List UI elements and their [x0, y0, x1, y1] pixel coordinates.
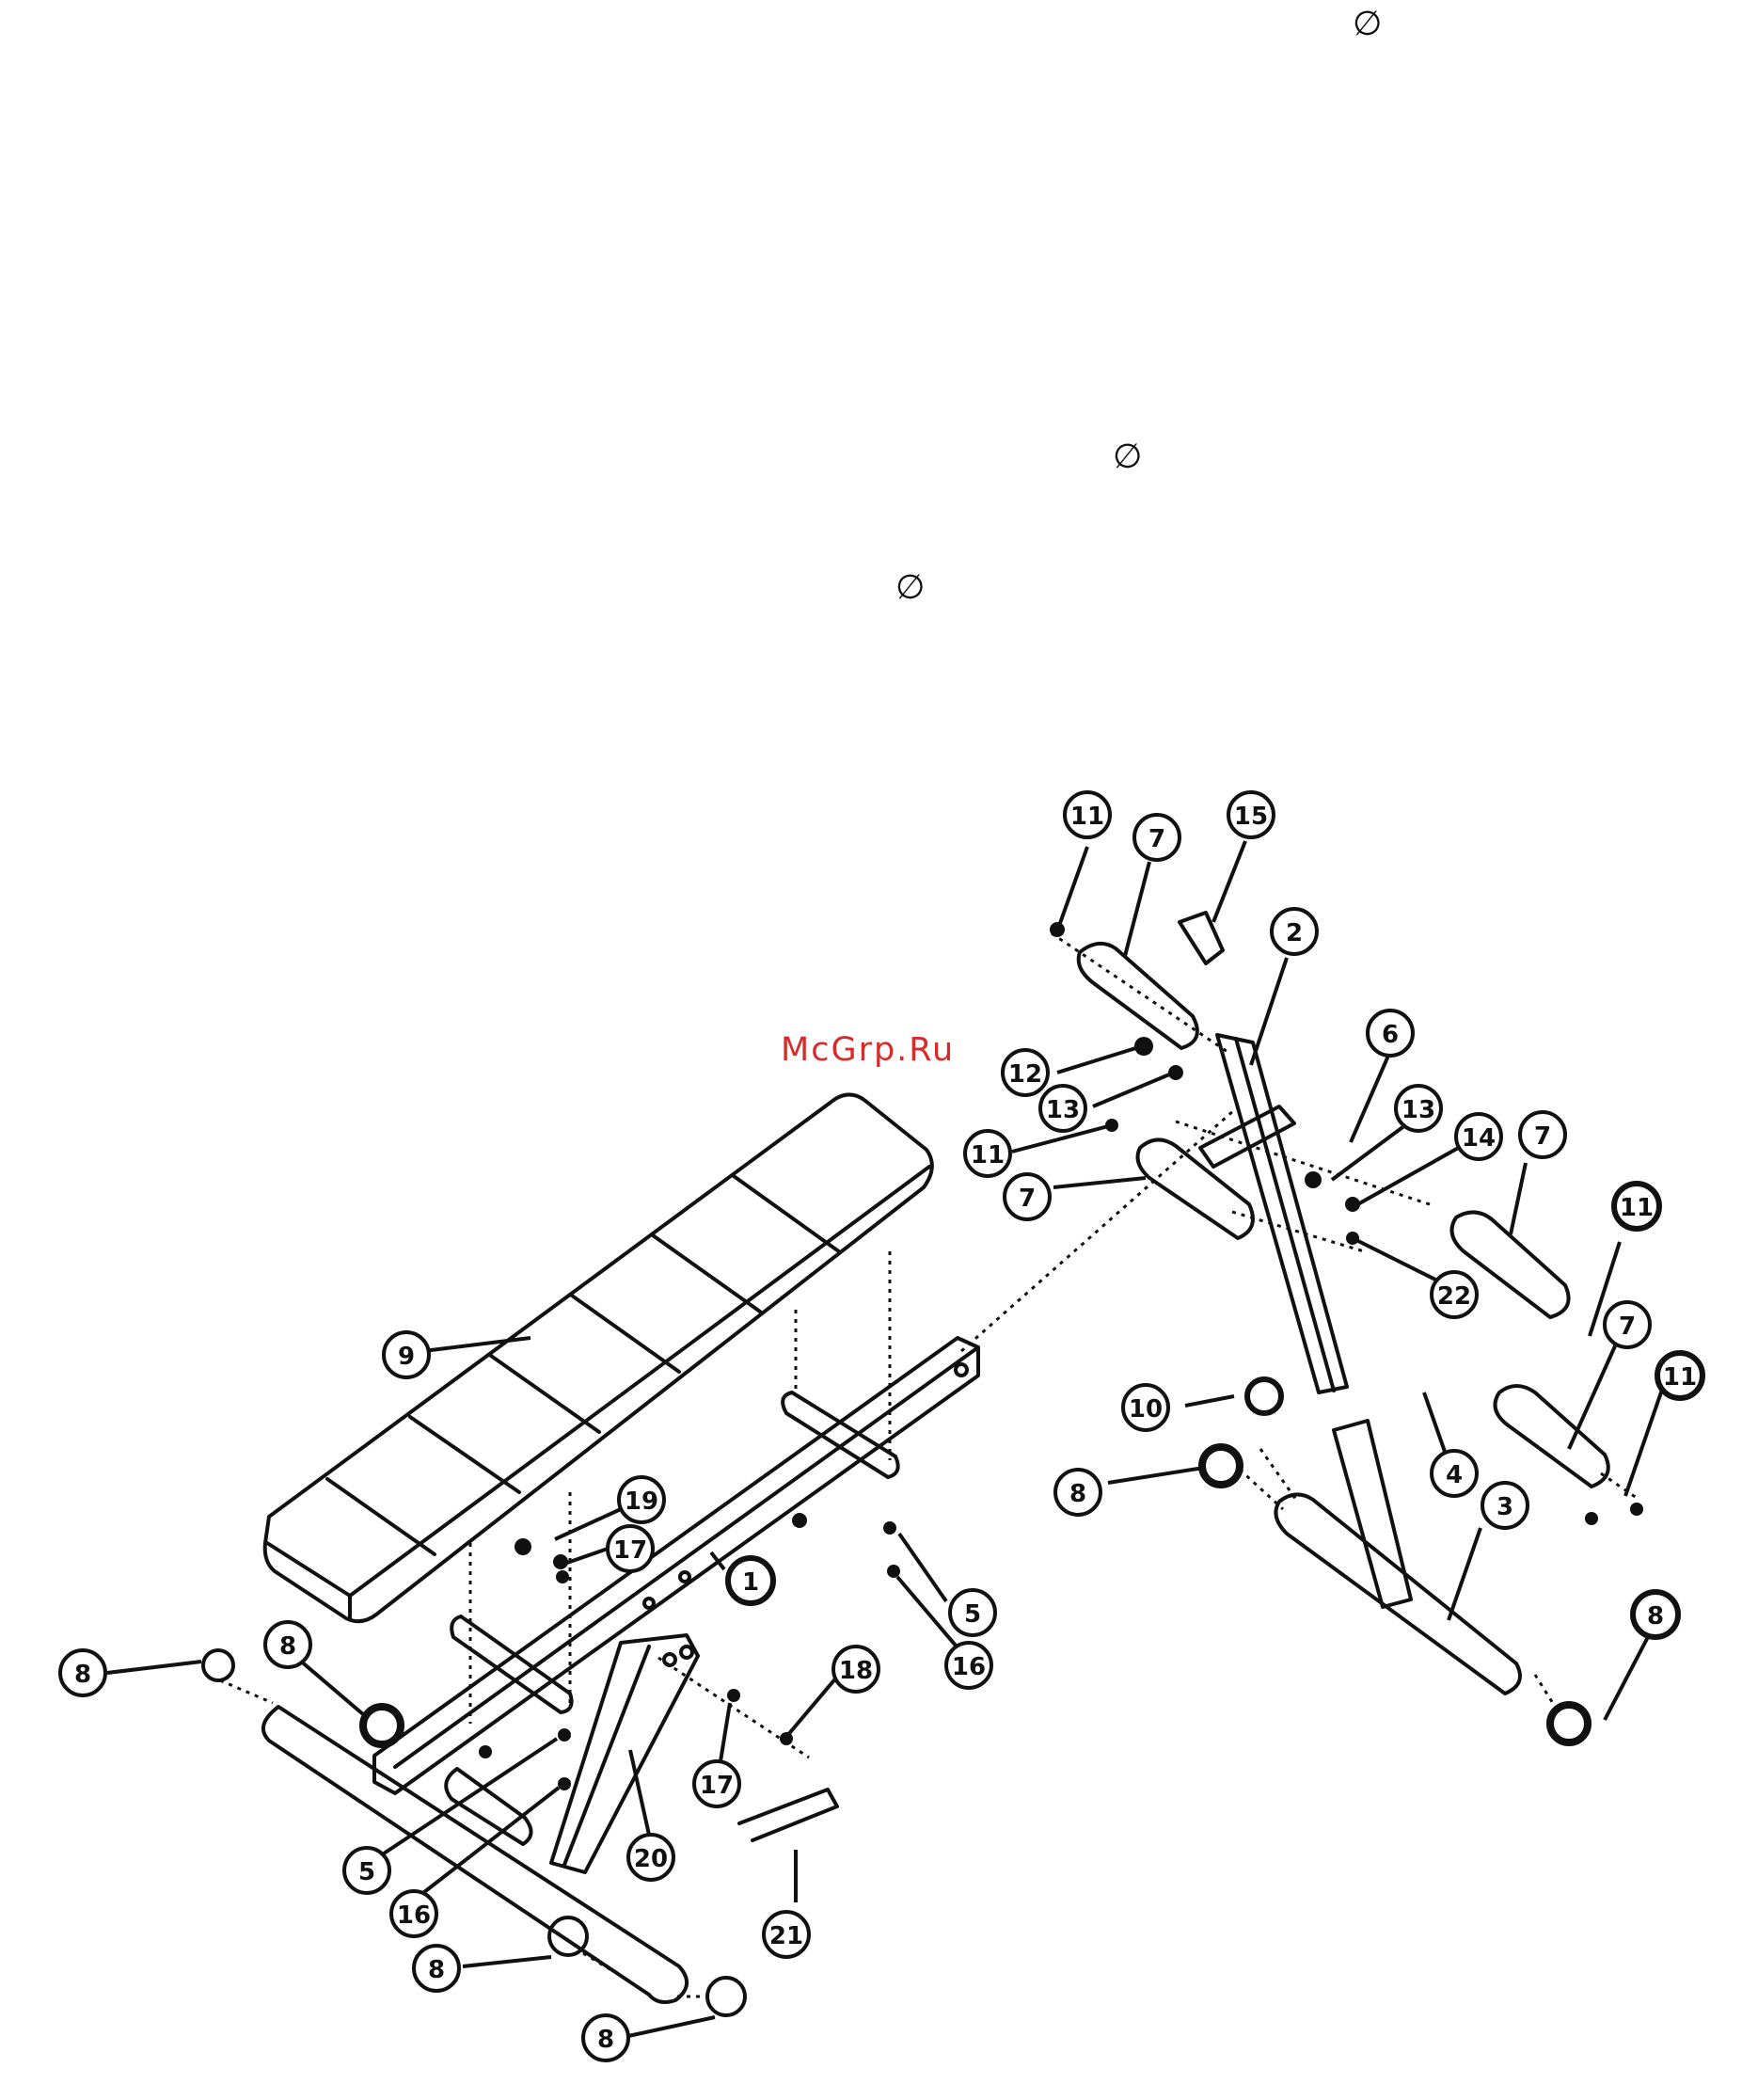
end-cap	[1550, 1705, 1588, 1742]
callout-10: 10	[1123, 1385, 1168, 1430]
callout-8-bottom: 8	[583, 2015, 628, 2060]
svg-text:12: 12	[1008, 1060, 1042, 1089]
callout-7-right: 7	[1520, 1112, 1565, 1157]
callout-17-bottom: 17	[694, 1761, 739, 1806]
callouts: 11 7 15 2 6 12 13 13 14 7 11 7 11 22 7 1…	[60, 792, 1702, 2060]
callout-20: 20	[628, 1835, 673, 1880]
callout-14: 14	[1456, 1114, 1501, 1159]
svg-text:11: 11	[1663, 1363, 1697, 1392]
end-cap	[707, 1978, 745, 2015]
callout-6: 6	[1368, 1010, 1413, 1056]
svg-text:7: 7	[1534, 1122, 1551, 1151]
watermark-text: McGrp.Ru	[781, 1031, 955, 1069]
svg-text:16: 16	[952, 1653, 986, 1681]
end-cap	[363, 1707, 401, 1744]
callout-16-left: 16	[391, 1891, 436, 1936]
callout-11-right-lower: 11	[1657, 1353, 1702, 1398]
svg-text:8: 8	[1647, 1602, 1664, 1631]
svg-text:13: 13	[1402, 1096, 1435, 1124]
svg-text:8: 8	[279, 1632, 296, 1661]
svg-text:17: 17	[613, 1536, 647, 1565]
svg-text:11: 11	[1070, 803, 1104, 831]
callout-11-right-top: 11	[1614, 1184, 1659, 1229]
foot-tube-right	[1275, 1494, 1520, 1694]
svg-text:18: 18	[839, 1657, 873, 1685]
svg-text:6: 6	[1382, 1021, 1399, 1049]
svg-text:2: 2	[1286, 919, 1303, 947]
svg-text:5: 5	[964, 1600, 981, 1629]
callout-7-left: 7	[1005, 1174, 1050, 1219]
callout-2: 2	[1272, 909, 1317, 954]
bench-parts	[203, 913, 1608, 2015]
callout-13-right: 13	[1396, 1086, 1441, 1131]
svg-text:1: 1	[742, 1568, 759, 1597]
incline-upright	[1217, 1035, 1347, 1392]
roller-top	[1079, 944, 1197, 1048]
end-cap	[203, 1650, 233, 1680]
svg-text:8: 8	[74, 1661, 91, 1689]
support-post	[1334, 1421, 1411, 1607]
callout-22: 22	[1432, 1272, 1477, 1317]
callout-12: 12	[1003, 1050, 1048, 1095]
end-cap	[549, 1917, 587, 1955]
callout-7-lower-right: 7	[1605, 1302, 1650, 1347]
callout-8-bottom-left: 8	[414, 1946, 459, 1991]
svg-text:20: 20	[634, 1845, 668, 1873]
callout-11-top: 11	[1065, 792, 1110, 837]
svg-text:10: 10	[1129, 1395, 1163, 1424]
callout-5-right: 5	[950, 1590, 995, 1635]
svg-text:19: 19	[625, 1488, 658, 1516]
callout-11-left: 11	[965, 1131, 1010, 1176]
svg-text:13: 13	[1046, 1096, 1080, 1124]
callout-17-top: 17	[608, 1526, 653, 1571]
foot-tube-rear	[446, 1769, 531, 1844]
svg-text:9: 9	[398, 1343, 415, 1371]
svg-text:17: 17	[700, 1772, 734, 1800]
main-rail	[374, 1338, 978, 1793]
clip-15	[1180, 913, 1223, 963]
svg-text:5: 5	[358, 1858, 375, 1886]
callout-18: 18	[833, 1647, 879, 1692]
svg-text:8: 8	[597, 2026, 614, 2054]
seat-bracket-front	[783, 1392, 898, 1477]
lock-pin	[739, 1790, 837, 1840]
svg-text:7: 7	[1619, 1312, 1636, 1341]
svg-text:8: 8	[428, 1956, 445, 1984]
end-cap	[1202, 1447, 1240, 1485]
svg-text:7: 7	[1019, 1185, 1036, 1213]
svg-text:4: 4	[1446, 1461, 1463, 1489]
callout-21: 21	[764, 1912, 809, 1957]
callout-9: 9	[384, 1332, 429, 1377]
svg-text:11: 11	[1620, 1194, 1654, 1222]
leader-lines	[107, 841, 1663, 2036]
seat-pad	[265, 1094, 932, 1621]
svg-text:22: 22	[1437, 1282, 1471, 1311]
callout-15: 15	[1228, 792, 1274, 837]
callout-3: 3	[1482, 1483, 1528, 1528]
callout-5-left: 5	[344, 1848, 389, 1893]
callout-8-far-right: 8	[1633, 1592, 1678, 1637]
svg-text:21: 21	[769, 1922, 803, 1950]
callout-8-left: 8	[265, 1622, 310, 1667]
callout-4: 4	[1432, 1451, 1477, 1496]
svg-text:7: 7	[1148, 825, 1165, 853]
svg-text:15: 15	[1234, 803, 1268, 831]
hardware	[479, 922, 1643, 1790]
callout-16-right: 16	[946, 1643, 991, 1688]
callout-1: 1	[728, 1558, 773, 1603]
svg-text:14: 14	[1462, 1124, 1496, 1153]
callout-8-mid-right: 8	[1055, 1470, 1101, 1515]
callout-13-left: 13	[1040, 1086, 1085, 1131]
svg-text:11: 11	[971, 1141, 1005, 1169]
callout-19: 19	[619, 1477, 664, 1522]
callout-7-top: 7	[1134, 815, 1180, 860]
adjustment-knob	[1247, 1379, 1281, 1413]
callout-8-far-left: 8	[60, 1650, 105, 1695]
svg-text:3: 3	[1497, 1493, 1513, 1521]
svg-text:16: 16	[397, 1901, 431, 1930]
svg-text:8: 8	[1069, 1480, 1086, 1508]
